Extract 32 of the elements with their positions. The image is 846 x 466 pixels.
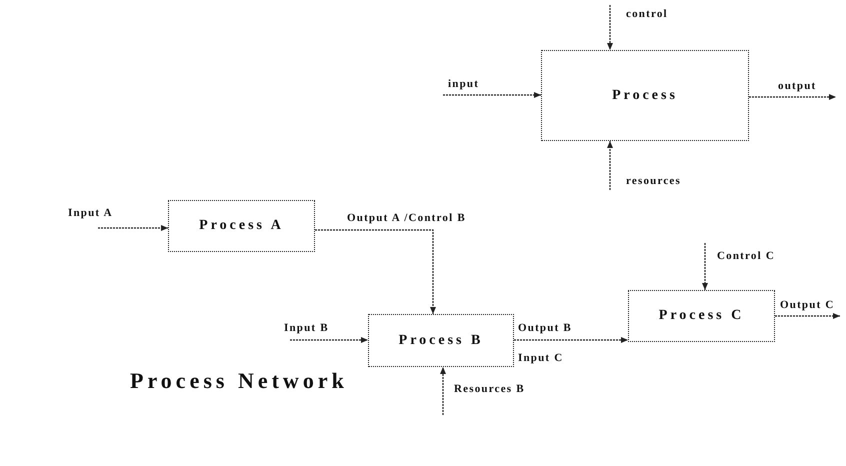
arrow [98, 225, 168, 231]
edge-label: Output A /Control B [347, 212, 466, 224]
signal-label: Input C [518, 352, 564, 364]
edge-label: Input A [68, 207, 113, 219]
arrow [607, 141, 613, 190]
arrow [749, 94, 836, 100]
arrow [514, 337, 628, 343]
edge-label: output [778, 80, 816, 92]
diagram-title: Process Network [130, 368, 348, 394]
edge-label: Input B [284, 322, 329, 334]
process-name: Process B [398, 332, 484, 348]
arrow [443, 92, 541, 98]
arrow [702, 243, 708, 290]
edge-label: Output C [780, 299, 835, 311]
edge-label: Control C [717, 250, 775, 262]
arrow [290, 337, 368, 343]
process-box [628, 290, 775, 342]
process-name: Process A [199, 218, 284, 234]
arrow [315, 229, 436, 314]
arrow [440, 367, 446, 415]
process-name: Process C [658, 308, 744, 324]
process-box [368, 314, 514, 367]
arrow [607, 5, 613, 50]
process-box [168, 200, 315, 252]
process-name: Process [612, 88, 678, 104]
process-box [541, 50, 749, 141]
edge-label: Output B [518, 322, 572, 334]
edge-label: input [448, 78, 480, 90]
edge-label: resources [626, 175, 681, 187]
edge-label: Resources B [454, 383, 525, 395]
edge-label: control [626, 8, 668, 20]
arrow [775, 313, 840, 319]
